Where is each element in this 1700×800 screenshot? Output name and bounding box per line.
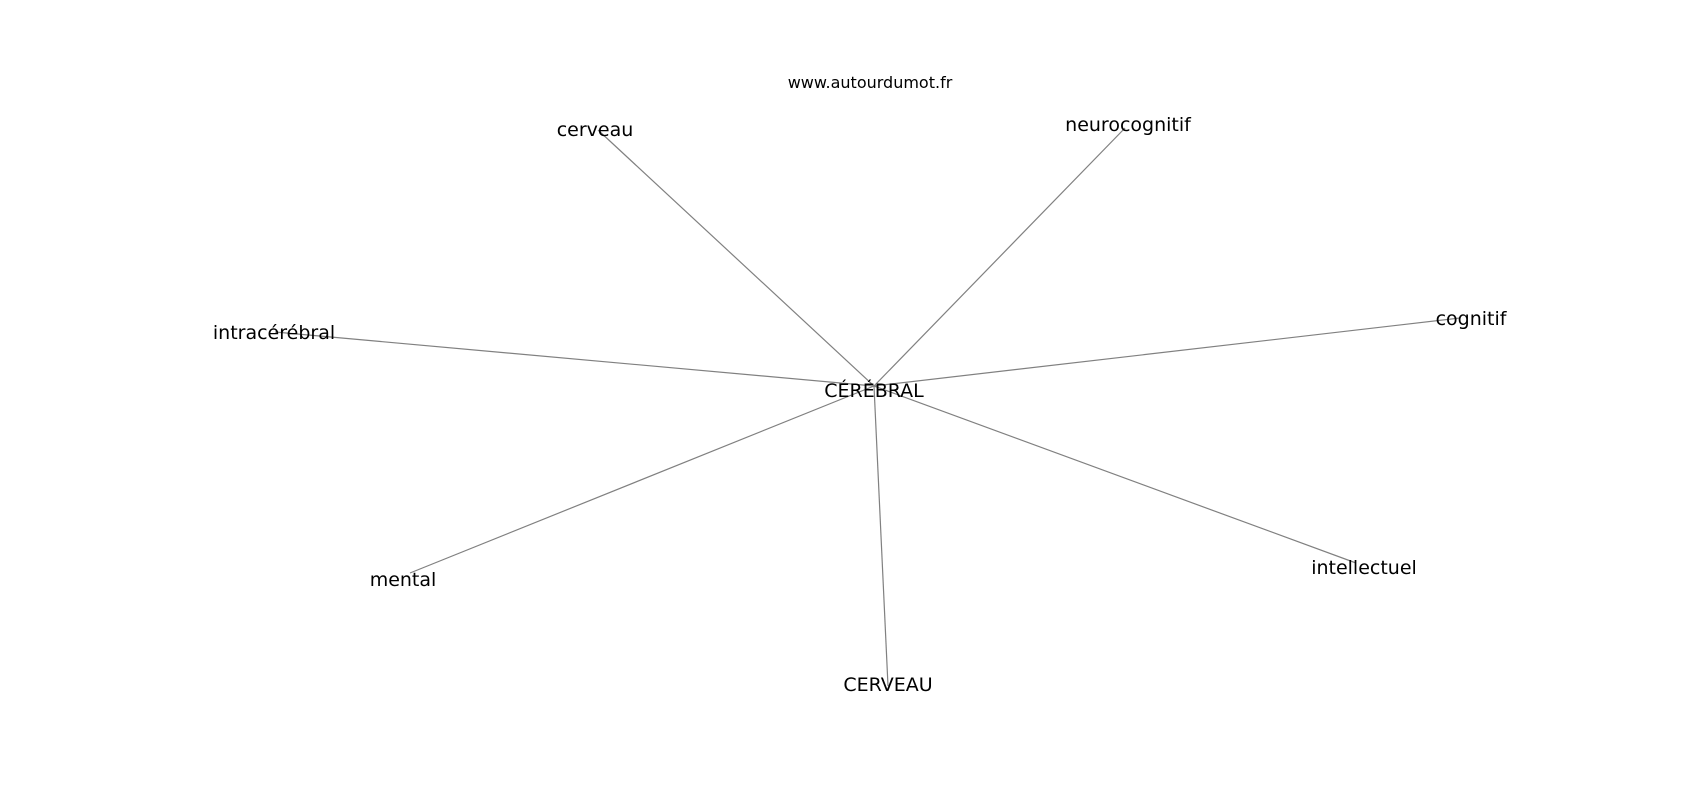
node-label-neurocognitif[interactable]: neurocognitif	[1065, 114, 1192, 136]
watermark: www.autourdumot.fr	[788, 73, 953, 92]
node-label-intellectuel[interactable]: intellectuel	[1311, 557, 1417, 579]
center-node-label[interactable]: CÉRÉBRAL	[824, 379, 924, 402]
edge-center-mental	[409, 385, 875, 574]
edge-center-cerveau	[597, 129, 875, 387]
node-label-intracerebral[interactable]: intracérébral	[213, 322, 335, 344]
edge-center-cognitif	[873, 317, 1461, 387]
edge-center-intellectuel	[873, 385, 1357, 564]
labels-layer: CÉRÉBRAL cerveau neurocognitif intracérébra…	[213, 114, 1508, 696]
edges-layer	[274, 127, 1461, 687]
node-label-mental[interactable]: mental	[370, 569, 437, 591]
node-label-cerveau[interactable]: cerveau	[557, 119, 634, 141]
node-label-cerveau-upper[interactable]: CERVEAU	[843, 674, 932, 696]
edge-center-neurocognitif	[873, 127, 1126, 387]
edge-center-intracerebral	[274, 331, 875, 387]
edge-center-cerveau-upper	[873, 385, 889, 687]
node-label-cognitif[interactable]: cognitif	[1436, 308, 1508, 330]
